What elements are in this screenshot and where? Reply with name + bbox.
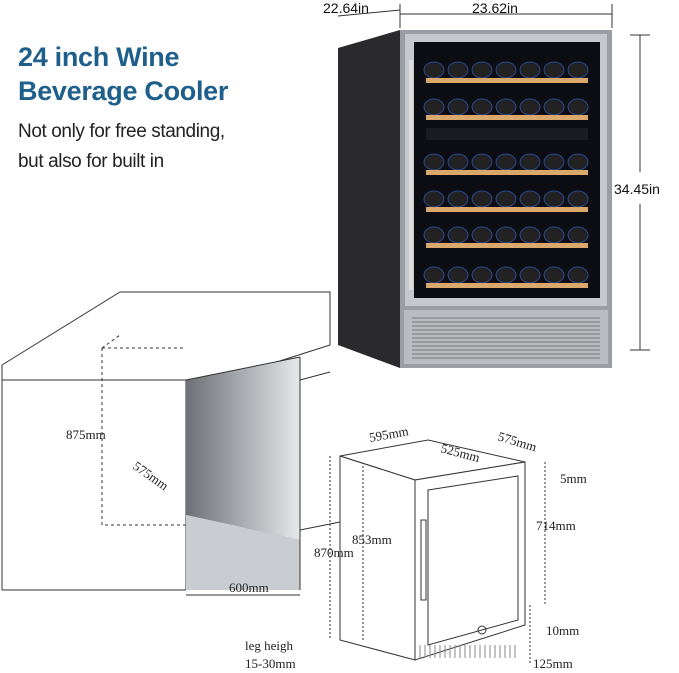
bottle (423, 190, 445, 208)
bottle (471, 266, 493, 284)
top-gap-label: 5mm (560, 471, 587, 486)
bottle (567, 98, 589, 116)
bottle (495, 190, 517, 208)
bottle (447, 266, 469, 284)
body-height-label: 853mm (352, 532, 392, 547)
bottle (447, 98, 469, 116)
bottle (495, 266, 517, 284)
bottle (471, 190, 493, 208)
photo-depth-label: 22.64in (323, 0, 369, 16)
bottle (423, 61, 445, 79)
bottle (423, 153, 445, 171)
bottle (519, 61, 541, 79)
title-line-2: Beverage Cooler (18, 76, 229, 106)
bottle (519, 153, 541, 171)
product-title: 24 inch Wine Beverage Cooler (18, 40, 228, 108)
bottle (495, 226, 517, 244)
shelf (426, 283, 588, 288)
bottle (495, 98, 517, 116)
bottle (543, 61, 565, 79)
bottle (423, 98, 445, 116)
shelf (426, 78, 588, 83)
bottle (471, 98, 493, 116)
bottle (471, 226, 493, 244)
bottle (543, 153, 565, 171)
bottle (447, 61, 469, 79)
bottle (423, 266, 445, 284)
cabinet-height-label: 875mm (66, 427, 106, 442)
bottle (495, 153, 517, 171)
cabinet-drawing (1, 291, 341, 596)
bottle (519, 98, 541, 116)
bottle (519, 266, 541, 284)
bottle (543, 190, 565, 208)
bottle (471, 153, 493, 171)
subtitle-line-1: Not only for free standing, (18, 121, 225, 142)
shelf (426, 243, 588, 248)
leg-height-label: leg heigh (245, 638, 294, 653)
leg-range-label: 15-30mm (245, 656, 296, 671)
bottle (447, 190, 469, 208)
photo-width-label: 23.62in (472, 0, 518, 16)
cabinet-width-label: 600mm (229, 580, 269, 595)
bottle (567, 226, 589, 244)
photo-height-label: 34.45in (614, 181, 660, 197)
bottle (567, 190, 589, 208)
bottle (447, 153, 469, 171)
bottle (447, 226, 469, 244)
bottle (567, 266, 589, 284)
shelf (426, 207, 588, 212)
bottle (543, 226, 565, 244)
bottom-gap-label: 10mm (546, 623, 579, 638)
title-line-1: 24 inch Wine (18, 42, 180, 72)
bottle (495, 61, 517, 79)
bottle (567, 61, 589, 79)
bottle (519, 190, 541, 208)
shelf (426, 170, 588, 175)
bottle (543, 98, 565, 116)
product-subtitle: Not only for free standing, but also for… (18, 117, 225, 177)
bottle (423, 226, 445, 244)
bottle (519, 226, 541, 244)
subtitle-line-2: but also for built in (18, 151, 164, 172)
unit-width-label: 595mm (368, 423, 410, 445)
cabinet-depth-label: 575mm (130, 458, 171, 493)
bottle (567, 153, 589, 171)
photo-dimension-lines (337, 4, 650, 351)
total-height-label: 870mm (314, 545, 354, 560)
base-height-label: 125mm (533, 656, 573, 671)
wine-cooler-photo (338, 30, 612, 368)
unit-depth-label: 575mm (496, 429, 538, 455)
bottle (471, 61, 493, 79)
door-height-label: 714mm (536, 518, 576, 533)
bottle (543, 266, 565, 284)
unit-drawing (329, 439, 546, 665)
shelf (426, 115, 588, 120)
